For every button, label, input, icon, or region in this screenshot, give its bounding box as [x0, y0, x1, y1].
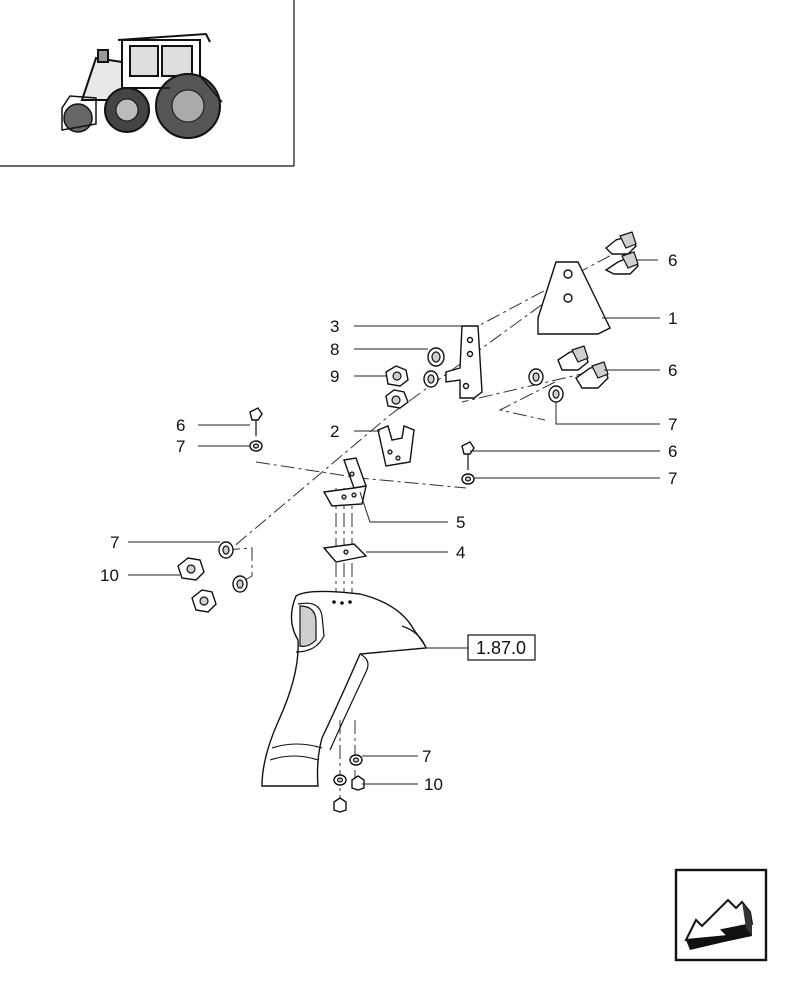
callout-4: 4: [456, 543, 465, 562]
nuts-and-washers-lower: [333, 754, 365, 813]
callout-10: 10: [100, 566, 119, 585]
flat-plate-part: [322, 543, 368, 563]
callout-6: 6: [668, 442, 677, 461]
callout-labels: 6 1 3 8 9 6 7 2 6 7 6 7 5 4 7 10 7 10: [100, 251, 677, 794]
previous-page-arrow-icon[interactable]: [674, 868, 768, 962]
callout-9: 9: [330, 367, 339, 386]
tractor-thumbnail-icon: [0, 0, 295, 167]
leader-lines: [128, 259, 660, 785]
small-bolt-right: [461, 441, 475, 485]
callout-7: 7: [422, 747, 431, 766]
callout-7: 7: [668, 469, 677, 488]
nuts-and-washers-left: [177, 541, 248, 613]
angle-bracket-part: [322, 457, 367, 507]
callout-2: 2: [330, 422, 339, 441]
callout-7: 7: [668, 415, 677, 434]
callout-10: 10: [424, 775, 443, 794]
callout-1: 1: [668, 309, 677, 328]
callout-5: 5: [456, 513, 465, 532]
small-bolt-left: [249, 407, 263, 452]
callout-7: 7: [110, 533, 119, 552]
clamp-part: [377, 425, 415, 467]
bolts-washers-right: [528, 345, 609, 403]
callout-8: 8: [330, 340, 339, 359]
callout-6: 6: [668, 251, 677, 270]
callout-7: 7: [176, 437, 185, 456]
reference-link-label[interactable]: 1.87.0: [476, 638, 526, 658]
callout-6: 6: [176, 416, 185, 435]
callout-6: 6: [668, 361, 677, 380]
fender-part: [261, 590, 427, 787]
bracket-part: [445, 325, 483, 399]
reference-link-box[interactable]: 1.87.0: [467, 634, 536, 661]
triangular-plate-part: [537, 261, 611, 335]
bolt-pair-top-right: [604, 231, 639, 275]
nuts-and-washers-upper: [385, 347, 445, 409]
callout-3: 3: [330, 317, 339, 336]
